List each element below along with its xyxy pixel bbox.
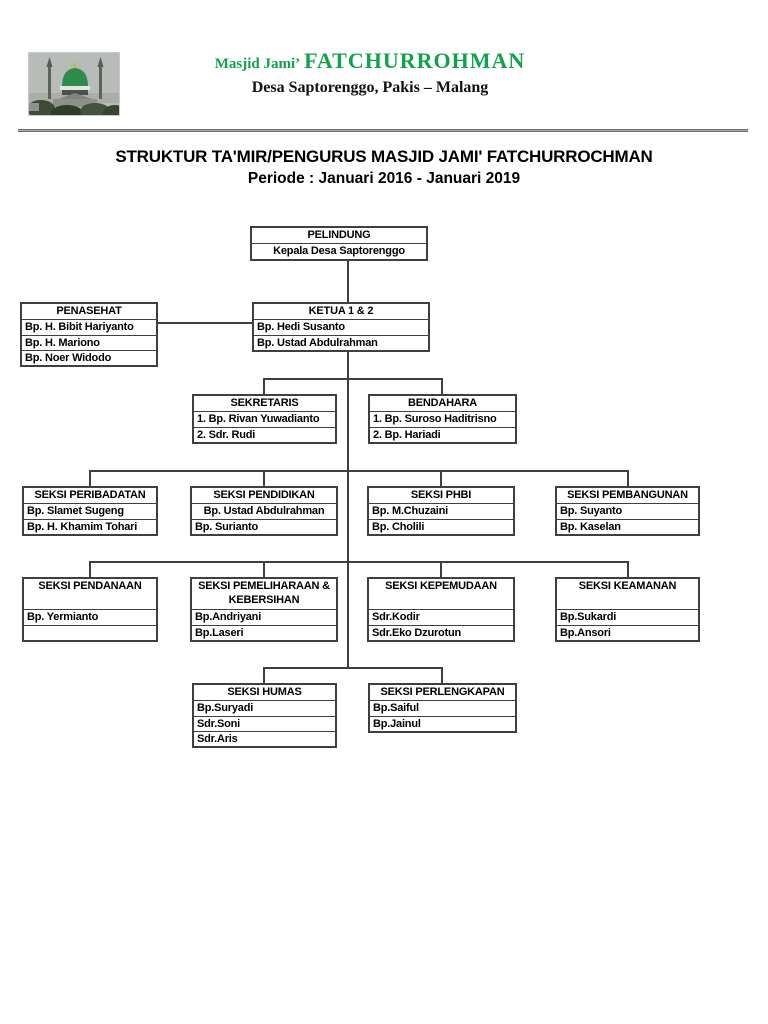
connector-drop-bendahara	[441, 378, 443, 395]
connector-level4-horizontal	[89, 561, 629, 563]
letterhead-title: Masjid Jami’ FATCHURROHMAN	[140, 48, 600, 77]
node-title-pendanaan: SEKSI PENDANAAN	[24, 579, 156, 610]
node-title-perlengkapan: SEKSI PERLENGKAPAN	[370, 685, 515, 701]
node-member: Bp. Surianto	[192, 519, 336, 534]
node-title-bendahara: BENDAHARA	[370, 396, 515, 412]
node-member: Bp. H. Bibit Hariyanto	[25, 321, 134, 333]
node-title-penasehat: PENASEHAT	[22, 304, 156, 320]
node-title-ketua: KETUA 1 & 2	[254, 304, 428, 320]
org-node-keamanan: SEKSI KEAMANAN Bp.Sukardi Bp.Ansori	[555, 577, 700, 642]
mosque-photo-art	[29, 53, 119, 115]
node-member: Bp. Yermianto	[27, 611, 99, 623]
letterhead-address: Desa Saptorenggo, Pakis – Malang	[251, 79, 489, 96]
node-title-kepemudaan: SEKSI KEPEMUDAAN	[369, 579, 513, 610]
org-node-kepemudaan: SEKSI KEPEMUDAAN Sdr.Kodir Sdr.Eko Dzuro…	[367, 577, 515, 642]
node-title-pembangunan: SEKSI PEMBANGUNAN	[557, 488, 698, 504]
node-member: Bp. Ustad Abdulrahman	[254, 335, 428, 350]
node-member: Bp. Ustad Abdulrahman	[203, 505, 325, 517]
org-node-pembangunan: SEKSI PEMBANGUNAN Bp. Suyanto Bp. Kasela…	[555, 486, 700, 536]
connector-level2-horizontal	[263, 378, 443, 380]
node-member: Bp. H. Mariono	[22, 335, 156, 350]
org-node-peribadatan: SEKSI PERIBADATAN Bp. Slamet Sugeng Bp. …	[22, 486, 158, 536]
connector-level3-horizontal	[89, 470, 629, 472]
node-member: Bp. Kaselan	[557, 519, 698, 534]
letterhead-title-prefix: Masjid Jami’	[214, 56, 301, 72]
connector-drop-kepemudaan	[440, 561, 442, 578]
node-member: Kepala Desa Saptorenggo	[273, 245, 405, 257]
header-divider	[18, 129, 748, 132]
node-member: Bp. M.Chuzaini	[372, 505, 449, 517]
node-member: Sdr.Kodir	[372, 611, 420, 623]
node-member: 1. Bp. Rivan Yuwadianto	[197, 413, 320, 425]
node-member: Sdr.Soni	[194, 716, 335, 731]
node-member: Bp.Sukardi	[560, 611, 617, 623]
node-member: Bp. Hedi Susanto	[257, 321, 345, 333]
node-member: Sdr.Aris	[194, 731, 335, 746]
node-member: 2. Sdr. Rudi	[194, 427, 335, 442]
node-member-empty	[24, 625, 156, 640]
node-member: 2. Bp. Hariadi	[370, 427, 515, 442]
org-node-phbi: SEKSI PHBI Bp. M.Chuzaini Bp. Cholili	[367, 486, 515, 536]
node-member: Bp.Andriyani	[195, 611, 262, 623]
node-title-sekretaris: SEKRETARIS	[194, 396, 335, 412]
org-node-perlengkapan: SEKSI PERLENGKAPAN Bp.Saiful Bp.Jainul	[368, 683, 517, 733]
connector-drop-perlengkapan	[441, 667, 443, 684]
connector-drop-phbi	[440, 470, 442, 487]
node-member: Bp. Cholili	[369, 519, 513, 534]
org-node-pendidikan: SEKSI PENDIDIKAN Bp. Ustad Abdulrahman B…	[190, 486, 338, 536]
connector-spine	[347, 350, 349, 669]
org-node-sekretaris: SEKRETARIS 1. Bp. Rivan Yuwadianto 2. Sd…	[192, 394, 337, 444]
node-title-humas: SEKSI HUMAS	[194, 685, 335, 701]
letterhead-title-main: FATCHURROHMAN	[304, 48, 526, 73]
org-node-humas: SEKSI HUMAS Bp.Suryadi Sdr.Soni Sdr.Aris	[192, 683, 337, 748]
node-member: Bp. Slamet Sugeng	[27, 505, 124, 517]
org-node-pemeliharaan: SEKSI PEMELIHARAAN & KEBERSIHAN Bp.Andri…	[190, 577, 338, 642]
node-title-pemeliharaan: SEKSI PEMELIHARAAN & KEBERSIHAN	[192, 579, 336, 610]
node-member: Bp.Jainul	[370, 716, 515, 731]
org-node-bendahara: BENDAHARA 1. Bp. Suroso Haditrisno 2. Bp…	[368, 394, 517, 444]
node-member: Bp.Ansori	[557, 625, 698, 640]
node-member: Bp.Saiful	[373, 702, 419, 714]
node-member: Bp.Suryadi	[197, 702, 254, 714]
connector-drop-humas	[263, 667, 265, 684]
mosque-photo-image	[28, 52, 120, 116]
node-member: Bp. H. Khamim Tohari	[24, 519, 156, 534]
node-title-keamanan: SEKSI KEAMANAN	[557, 579, 698, 610]
letterhead: Masjid Jami’ FATCHURROHMAN Desa Saptoren…	[0, 0, 768, 132]
letterhead-text: Masjid Jami’ FATCHURROHMAN Desa Saptoren…	[140, 48, 600, 99]
org-node-ketua: KETUA 1 & 2 Bp. Hedi Susanto Bp. Ustad A…	[252, 302, 430, 352]
node-title-pendidikan: SEKSI PENDIDIKAN	[192, 488, 336, 504]
node-title-peribadatan: SEKSI PERIBADATAN	[24, 488, 156, 504]
connector-level5-horizontal	[263, 667, 443, 669]
connector-drop-pendanaan	[89, 561, 91, 578]
connector-pelindung-ketua	[347, 258, 349, 304]
org-node-pelindung: PELINDUNG Kepala Desa Saptorenggo	[250, 226, 428, 261]
org-node-penasehat: PENASEHAT Bp. H. Bibit Hariyanto Bp. H. …	[20, 302, 158, 367]
connector-penasehat-ketua	[158, 322, 254, 324]
connector-drop-pendidikan	[263, 470, 265, 487]
connector-drop-pembangunan	[627, 470, 629, 487]
node-member: Sdr.Eko Dzurotun	[369, 625, 513, 640]
connector-drop-keamanan	[627, 561, 629, 578]
org-node-pendanaan: SEKSI PENDANAAN Bp. Yermianto	[22, 577, 158, 642]
document-period: Periode : Januari 2016 - Januari 2019	[247, 170, 521, 187]
node-member: Bp.Laseri	[192, 625, 336, 640]
node-title-phbi: SEKSI PHBI	[369, 488, 513, 504]
node-member: Bp. Noer Widodo	[22, 350, 156, 365]
node-member: Bp. Suyanto	[560, 505, 622, 517]
connector-drop-peribadatan	[89, 470, 91, 487]
connector-drop-sekretaris	[263, 378, 265, 395]
node-member: 1. Bp. Suroso Haditrisno	[373, 413, 497, 425]
document-heading: STRUKTUR TA'MIR/PENGURUS MASJID JAMI' FA…	[0, 146, 768, 190]
document-title: STRUKTUR TA'MIR/PENGURUS MASJID JAMI' FA…	[115, 147, 653, 166]
connector-drop-pemeliharaan	[263, 561, 265, 578]
node-title-pelindung: PELINDUNG	[252, 228, 426, 244]
